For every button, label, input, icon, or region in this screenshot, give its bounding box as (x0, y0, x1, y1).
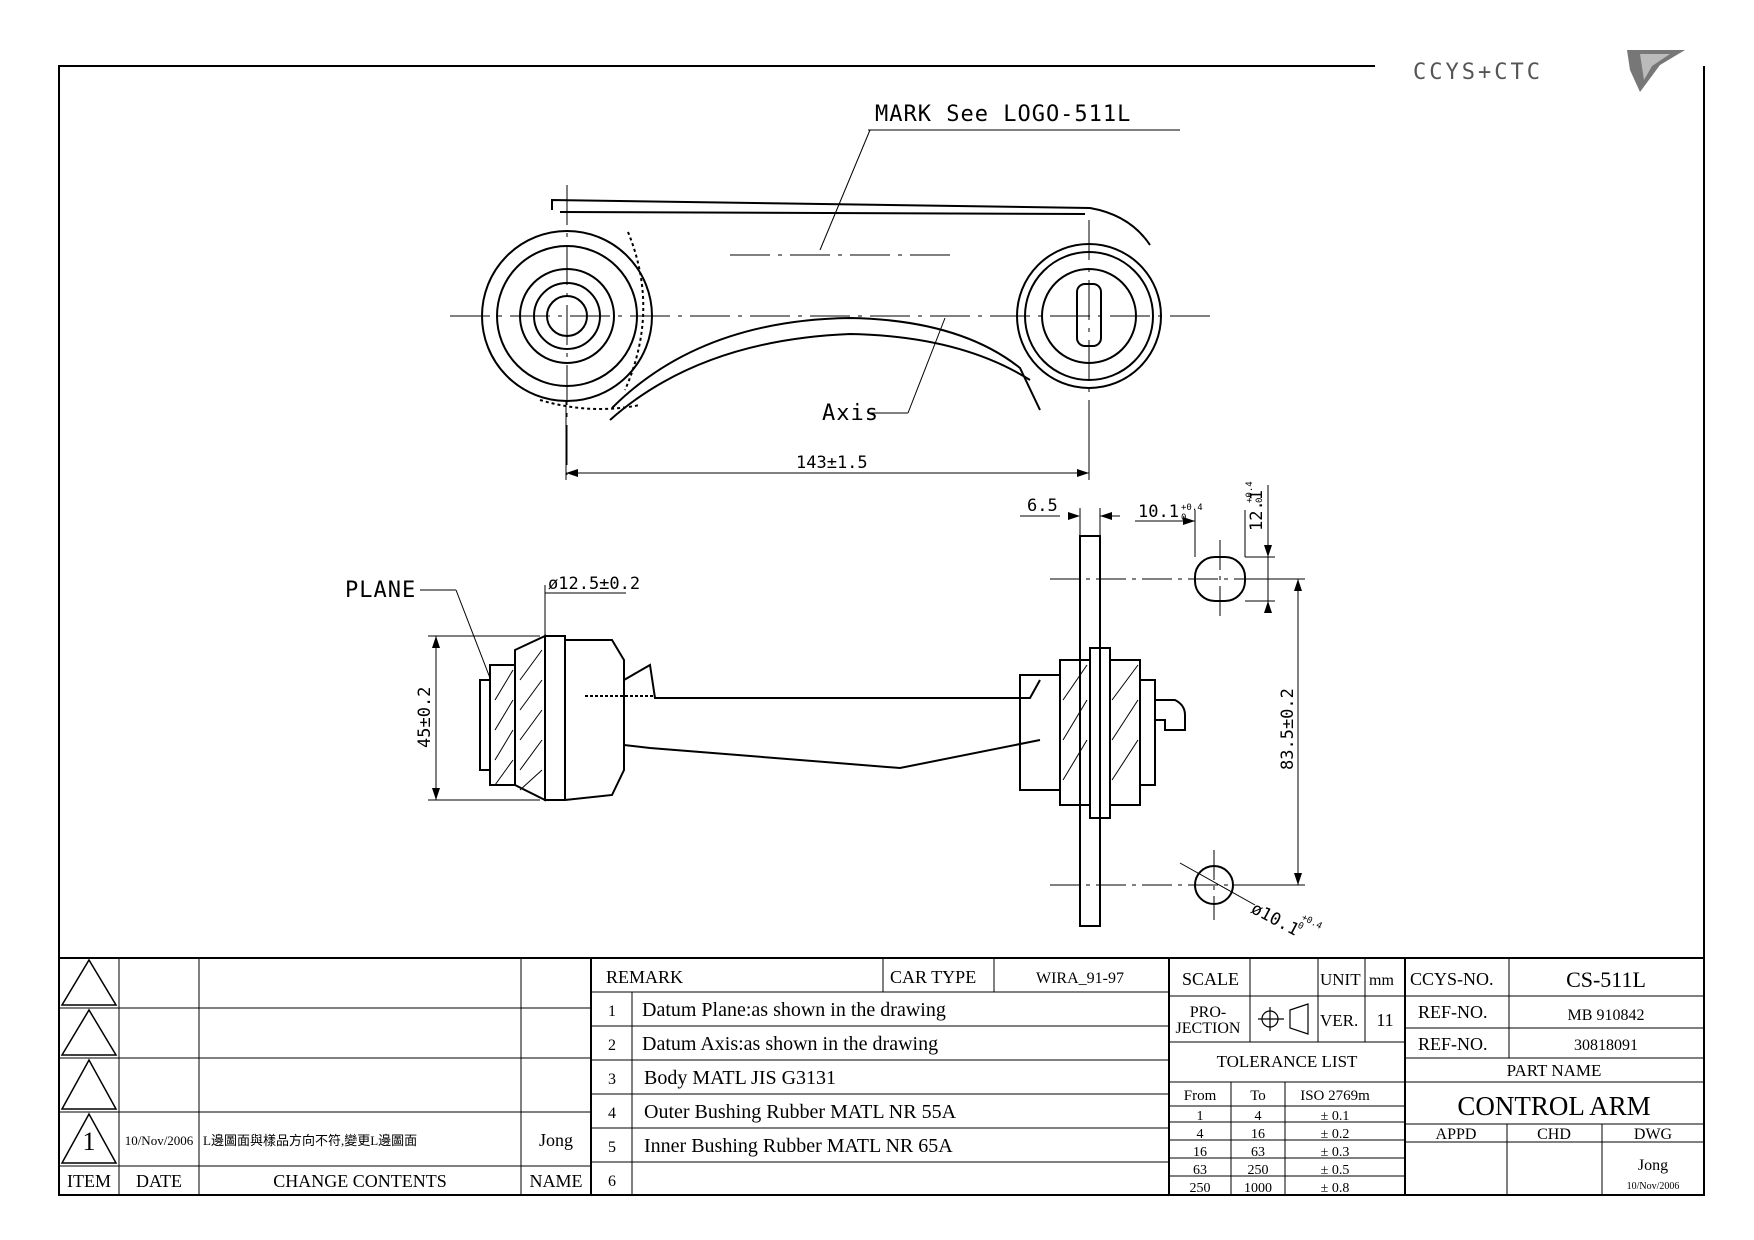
side-view-annotations (420, 485, 1305, 906)
slot-width-dimension: 10.1 (1138, 502, 1179, 522)
plane-callout: PLANE (345, 578, 416, 603)
company-logo: CCYS+CTC (1413, 50, 1685, 92)
tolerance-cell: 16 (1193, 1145, 1207, 1160)
header-name: NAME (530, 1171, 583, 1191)
ccys-no-value: CS-511L (1566, 967, 1646, 992)
projection-label-2: JECTION (1176, 1020, 1241, 1037)
hole-spacing-dimension: 83.5±0.2 (1278, 688, 1298, 770)
axis-callout: Axis (822, 401, 879, 426)
chd-label: CHD (1537, 1126, 1571, 1143)
remark-1-no: 1 (608, 1003, 616, 1020)
side-view-arrows (432, 512, 1302, 885)
remark-5-text: Inner Bushing Rubber MATL NR 65A (644, 1135, 953, 1157)
car-type-value: WIRA_91-97 (1036, 970, 1124, 987)
ccys-no-label: CCYS-NO. (1410, 969, 1494, 989)
remark-block: REMARK CAR TYPE WIRA_91-97 1 Datum Plane… (606, 967, 1124, 1190)
remark-3-text: Body MATL JIS G3131 (644, 1067, 836, 1089)
projection-label-1: PRO- (1190, 1004, 1226, 1021)
header-item: ITEM (67, 1171, 111, 1191)
slot-height-upper-tolerance: +0.4 (1245, 481, 1255, 503)
remark-3-no: 3 (608, 1071, 616, 1088)
ref-no-label-1: REF-NO. (1418, 1002, 1488, 1022)
logo-text: CCYS+CTC (1413, 60, 1543, 85)
tolerance-cell: 4 (1197, 1127, 1204, 1142)
side-view-labels: PLANE ø12.5±0.2 45±0.2 6.5 10.1 +0.4 0 1… (345, 481, 1323, 940)
scale-label: SCALE (1182, 969, 1239, 989)
side-view (479, 535, 1265, 927)
version-label: VER. (1320, 1011, 1358, 1030)
tolerance-cell: ± 0.1 (1321, 1109, 1350, 1124)
header-date: DATE (136, 1171, 182, 1191)
dwg-value: Jong (1638, 1157, 1668, 1174)
slot-width-upper-tolerance: +0.4 (1181, 503, 1203, 513)
remark-label: REMARK (606, 967, 683, 987)
title-block: CCYS-NO. CS-511L REF-NO. MB 910842 REF-N… (1410, 967, 1679, 1192)
top-view (450, 185, 1215, 475)
logo-mark-highlight-icon (1640, 54, 1670, 80)
flange-thickness-dimension: 6.5 (1027, 496, 1058, 516)
tolerance-header-iso: ISO 2769m (1300, 1088, 1370, 1104)
tolerance-cell: 250 (1190, 1181, 1211, 1196)
projection-symbol-icon (1258, 1003, 1309, 1035)
remark-5-no: 5 (608, 1139, 616, 1156)
car-type-label: CAR TYPE (890, 967, 976, 987)
length-dimension: 143±1.5 (796, 453, 868, 473)
ref-no-value-1: MB 910842 (1568, 1007, 1645, 1024)
appd-label: APPD (1436, 1126, 1477, 1143)
unit-label: UNIT (1320, 970, 1361, 989)
scale-block: SCALE UNIT mm PRO- JECTION VER. 11 TOLER… (1176, 969, 1395, 1104)
revision-item-number: 1 (83, 1127, 96, 1156)
tolerance-cell: 1 (1197, 1109, 1204, 1124)
remark-2-text: Datum Axis:as shown in the drawing (642, 1033, 938, 1055)
hole-diameter-dimension: ø10.1 (1248, 899, 1303, 941)
tolerance-cell: ± 0.3 (1321, 1145, 1350, 1160)
tolerance-cell: 63 (1193, 1163, 1207, 1178)
tolerance-cell: 4 (1255, 1109, 1262, 1124)
tolerance-title: TOLERANCE LIST (1217, 1052, 1358, 1071)
tolerance-header-to: To (1250, 1088, 1266, 1104)
slot-width-lower-tolerance: 0 (1181, 513, 1186, 523)
version-value: 11 (1376, 1010, 1393, 1030)
remark-2-no: 2 (608, 1037, 616, 1054)
part-name-label: PART NAME (1507, 1061, 1602, 1080)
tolerance-cell: 1000 (1244, 1181, 1272, 1196)
tolerance-cell: 63 (1251, 1145, 1265, 1160)
part-name-value: CONTROL ARM (1457, 1091, 1650, 1121)
hole-diameter-lower-tolerance: 0 (1296, 921, 1305, 932)
bushing-height-dimension: 45±0.2 (415, 687, 435, 748)
revision-contents: L邊圖面與樣品方向不符,變更L邊圖面 (203, 1133, 417, 1148)
tolerance-cell: ± 0.8 (1321, 1181, 1350, 1196)
dwg-label: DWG (1634, 1126, 1673, 1143)
title-block-grid (59, 957, 1704, 1195)
tolerance-cell: ± 0.2 (1321, 1127, 1350, 1142)
revision-name: Jong (539, 1130, 573, 1150)
remark-4-no: 4 (608, 1105, 616, 1122)
header-change-contents: CHANGE CONTENTS (273, 1171, 447, 1191)
mark-callout: MARK See LOGO-511L (875, 102, 1131, 127)
tolerance-table: 1 4 ± 0.1 4 16 ± 0.2 16 63 ± 0.3 63 250 ± 0.5 250 100… (1190, 1109, 1350, 1196)
tolerance-cell: ± 0.5 (1321, 1163, 1350, 1178)
ref-no-label-2: REF-NO. (1418, 1034, 1488, 1054)
dwg-date: 10/Nov/2006 (1627, 1181, 1680, 1192)
ref-no-value-2: 30818091 (1574, 1037, 1638, 1054)
remark-4-text: Outer Bushing Rubber MATL NR 55A (644, 1101, 957, 1123)
revision-block: 1 10/Nov/2006 L邊圖面與樣品方向不符,變更L邊圖面 Jong IT… (67, 1127, 583, 1191)
tolerance-cell: 250 (1248, 1163, 1269, 1178)
slot-height-lower-tolerance: 0 (1255, 498, 1265, 503)
remark-1-text: Datum Plane:as shown in the drawing (642, 999, 946, 1021)
tolerance-header-from: From (1184, 1088, 1217, 1104)
unit-value: mm (1369, 972, 1394, 989)
revision-date: 10/Nov/2006 (125, 1133, 194, 1148)
top-view-annotations: MARK See LOGO-511L Axis 143±1.5 (565, 102, 1180, 480)
sheet-border (58, 65, 1705, 1196)
remark-6-no: 6 (608, 1173, 616, 1190)
slot-height-dimension: 12.1 (1247, 490, 1267, 531)
tolerance-cell: 16 (1251, 1127, 1265, 1142)
bushing-diameter-dimension: ø12.5±0.2 (548, 574, 640, 594)
